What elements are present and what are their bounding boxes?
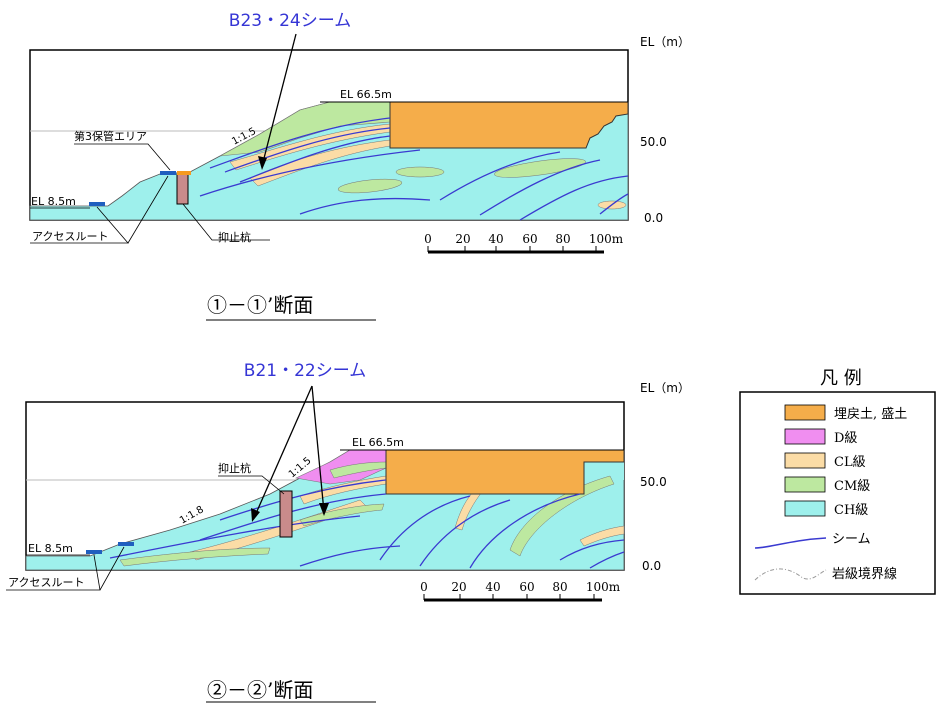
section-1-access-leader-2 xyxy=(127,175,169,244)
section-2-scale-bar: 0 20 40 60 80 100m xyxy=(420,580,621,602)
section-1-access-pad xyxy=(89,202,105,206)
legend-label: CL級 xyxy=(834,455,866,470)
section-1-fill-soil xyxy=(389,101,629,149)
section-1-seam-label: B23・24シーム xyxy=(229,11,351,31)
legend: 凡 例 埋戻土, 盛土 D級 CL級 CM級 CH級 シーム 岩級境界線 xyxy=(739,368,936,595)
section-1-seam xyxy=(599,193,629,215)
section-1-tick-0: 0.0 xyxy=(644,211,663,225)
section-2-pile xyxy=(279,490,293,538)
section-1-seam xyxy=(239,135,391,183)
section-2-seam xyxy=(379,495,471,561)
scale-label: 100m xyxy=(589,232,624,246)
section-1-seam xyxy=(479,159,601,216)
section-2-seam xyxy=(589,551,625,569)
section-1-tick-50: 50.0 xyxy=(640,135,667,149)
section-2-ch-pocket xyxy=(584,462,624,480)
legend-swatch-ch xyxy=(784,500,826,517)
section-2-el-axis: EL（m） xyxy=(640,381,690,395)
section-1-cm-lens xyxy=(337,178,403,194)
section-1-ground-el: EL 66.5m xyxy=(340,88,392,101)
legend-swatch-cl xyxy=(784,452,826,469)
section-2-seam xyxy=(219,479,387,521)
legend-title: 凡 例 xyxy=(820,368,862,389)
section-1-left-el: EL 8.5m xyxy=(31,195,76,208)
scale-label: 0 xyxy=(424,232,432,246)
section-1-seam-arrowhead xyxy=(258,156,267,170)
section-1-seam xyxy=(519,175,629,221)
legend-swatch-fill-soil xyxy=(784,404,826,421)
section-2-caption: ②－②’断面 xyxy=(207,678,313,702)
scale-label: 100m xyxy=(586,580,621,594)
section-2-tick-0: 0.0 xyxy=(642,559,661,573)
section-2-tick-50: 50.0 xyxy=(640,475,667,489)
section-2-seam-arrowhead xyxy=(251,508,260,522)
legend-label: CH級 xyxy=(834,503,868,518)
section-2-pile-label: 抑止杭 xyxy=(218,461,251,475)
legend-label: シーム xyxy=(832,532,871,547)
section-1-access-label: アクセスルート xyxy=(32,230,108,243)
section-1-storage-area-label: 第3保管エリア xyxy=(74,129,147,143)
legend-seam-line xyxy=(754,537,827,549)
section-2-seam xyxy=(469,493,581,569)
scale-label: 0 xyxy=(420,580,428,594)
section-2-seam-arrow xyxy=(311,385,325,513)
legend-label: D級 xyxy=(834,431,857,446)
scale-label: 20 xyxy=(451,580,466,594)
section-1-seam-arrow xyxy=(261,33,297,167)
section-1-seams xyxy=(199,117,629,221)
section-2-cm-lens xyxy=(119,547,271,567)
scale-label: 80 xyxy=(552,580,567,594)
section-1-pile-label: 抑止杭 xyxy=(218,230,251,244)
legend-swatch-d xyxy=(784,428,826,445)
scale-label: 40 xyxy=(488,232,503,246)
scale-label: 40 xyxy=(485,580,500,594)
section-2-left-el: EL 8.5m xyxy=(28,542,73,555)
section-2-seam-label: B21・22シーム xyxy=(244,361,366,381)
legend-box xyxy=(739,391,936,595)
legend-swatch-cm xyxy=(784,476,826,493)
section-1-pile xyxy=(176,173,189,205)
scale-label: 20 xyxy=(455,232,470,246)
section-2-access-pad xyxy=(118,542,134,546)
section-2-seam xyxy=(419,499,511,567)
section-1-scale-bar: 0 20 40 60 80 100m xyxy=(424,232,624,254)
section-1-pile-leader xyxy=(182,203,270,241)
section-2-seam-arrowhead xyxy=(319,503,329,516)
section-2-cl-lens xyxy=(579,525,625,547)
section-2-cm-lens xyxy=(509,475,615,557)
section-2-access-leader-2 xyxy=(99,546,125,591)
section-1-cm-lens xyxy=(395,166,445,178)
section-1-caption: ①－①’断面 xyxy=(207,293,313,317)
section-2-seam xyxy=(299,545,401,567)
section-1-seam xyxy=(199,149,421,197)
section-2-seams xyxy=(109,479,625,569)
section-2-access-label: アクセスルート xyxy=(8,576,84,589)
section-2-seam xyxy=(109,515,361,559)
section-2-pile-leader xyxy=(218,475,285,495)
section-1-storage-pad xyxy=(177,171,191,175)
section-1-storage-leader xyxy=(74,143,171,171)
scale-label: 60 xyxy=(519,580,534,594)
section-1-access-pad xyxy=(160,171,176,175)
section-2: B21・22シーム EL 66.5m 抑止杭 1:1.5 1:1.8 EL 8.… xyxy=(6,361,690,703)
legend-label: 埋戻土, 盛土 xyxy=(834,407,907,422)
section-2-access-pad xyxy=(86,550,102,554)
legend-boundary-line xyxy=(754,568,827,581)
section-1-el-axis: EL（m） xyxy=(640,35,690,49)
legend-label: 岩級境界線 xyxy=(832,566,897,582)
section-1-seam xyxy=(299,197,431,215)
section-1-seam xyxy=(439,151,561,201)
section-2-seam-arrow xyxy=(253,385,313,519)
section-1-cm-lens xyxy=(494,158,586,178)
section-2-ground-el: EL 66.5m xyxy=(352,436,404,449)
scale-label: 80 xyxy=(555,232,570,246)
scale-label: 60 xyxy=(522,232,537,246)
legend-label: CM級 xyxy=(834,479,870,494)
section-2-seam xyxy=(559,539,625,561)
section-1: B23・24シーム EL 66.5m 1:1.5 第3保管エリア EL 8.5m… xyxy=(29,11,690,321)
section-1-seam xyxy=(224,127,391,173)
section-1-seam xyxy=(209,117,391,169)
